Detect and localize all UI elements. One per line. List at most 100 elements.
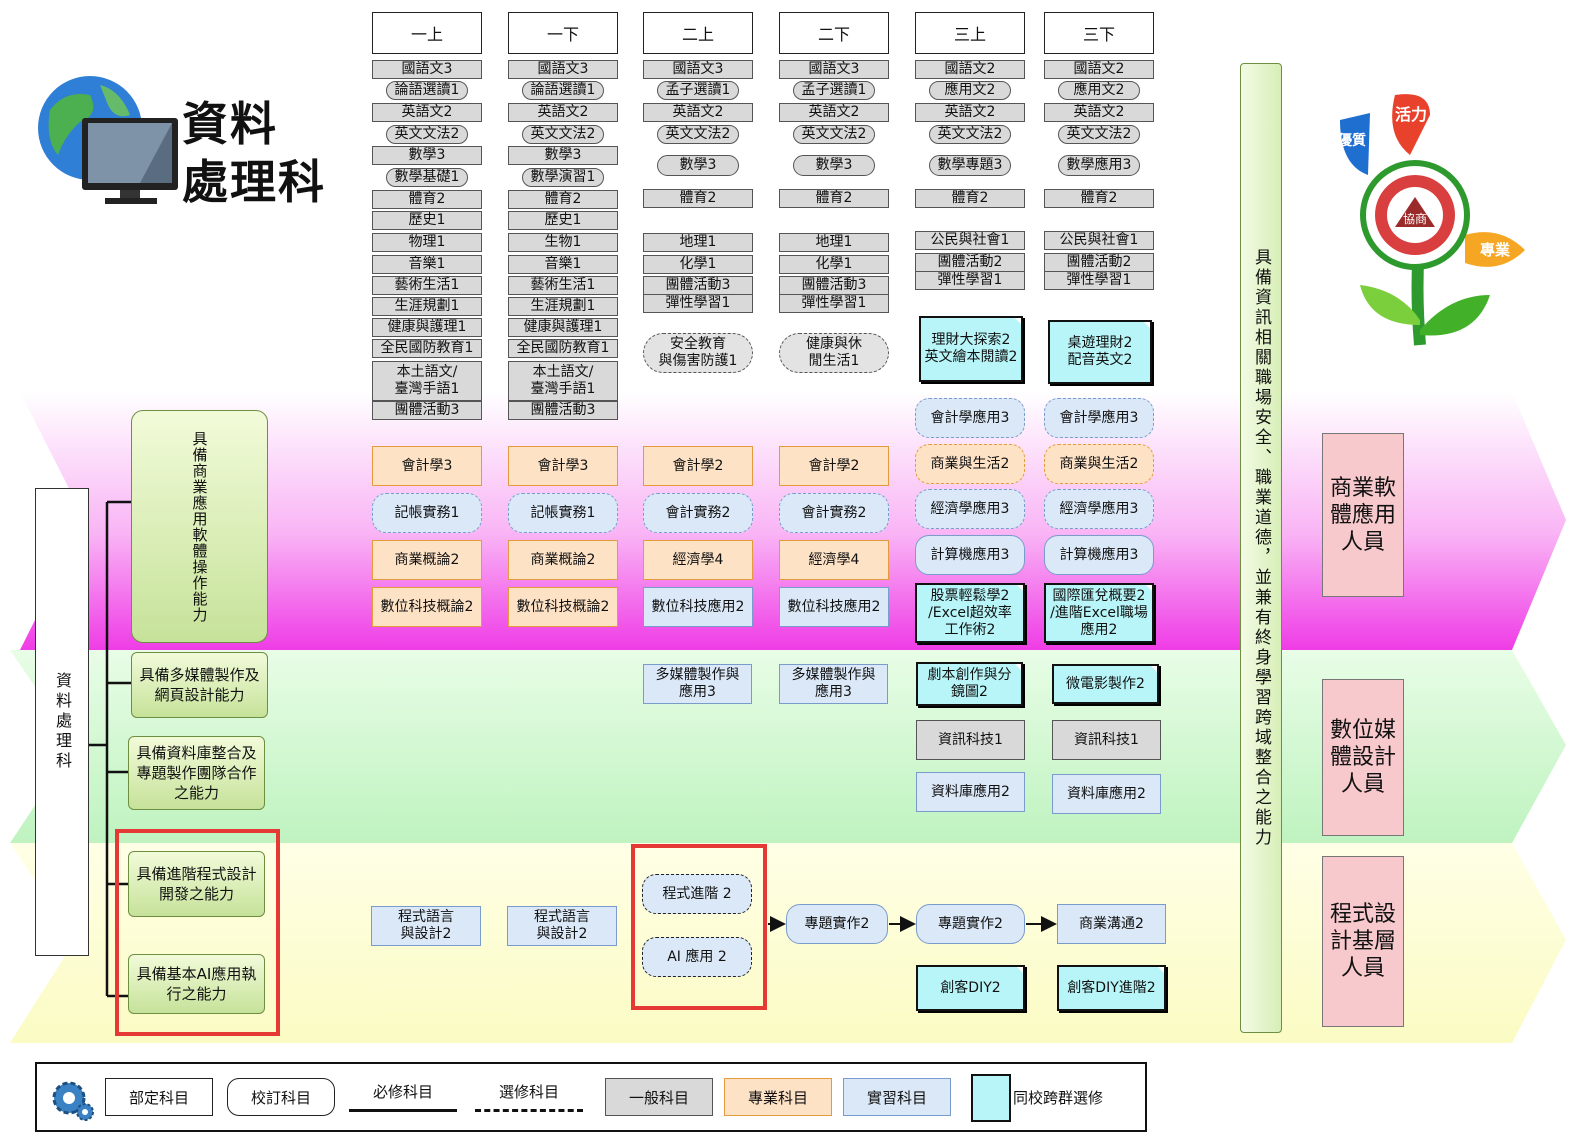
- business-course-0-1: 記帳實務1: [372, 493, 482, 533]
- general-course-0-13: 全民國防教育1: [372, 339, 482, 358]
- general-course-3-9: 彈性學習1: [779, 294, 889, 313]
- general-course-0-14: 本土語文/ 臺灣手語1: [372, 361, 482, 401]
- course-prog-y1a: 程式語言 與設計2: [371, 906, 481, 946]
- page-title-line1: 資料: [182, 97, 278, 151]
- highlight-box-abilities: [115, 829, 280, 1036]
- general-course-1-6: 體育2: [508, 190, 618, 209]
- logo-right-text: 專業: [1480, 241, 1511, 259]
- general-course-3-7: 化學1: [779, 255, 889, 274]
- course-media-y3b-0: 微電影製作2: [1052, 664, 1159, 704]
- general-course-5-0: 國語文2: [1044, 60, 1154, 79]
- semester-header-5: 三下: [1044, 12, 1154, 54]
- general-course-4-9: 理財大探索2 英文繪本閱讀2: [919, 316, 1023, 382]
- general-course-3-6: 地理1: [779, 233, 889, 252]
- ability-database: 具備資料庫整合及 專題製作團隊合作 之能力: [128, 736, 265, 810]
- general-course-1-1: 論語選讀1: [522, 81, 604, 100]
- general-course-1-14: 本土語文/ 臺灣手語1: [508, 361, 618, 401]
- highlight-box-y2a: [631, 844, 767, 1010]
- business-course-2-2: 經濟學4: [643, 540, 753, 580]
- business-course-5-0: 會計學應用3: [1044, 398, 1154, 438]
- page-title-line2: 處理科: [182, 155, 326, 209]
- general-course-4-2: 英語文2: [915, 103, 1025, 122]
- general-course-4-8: 彈性學習1: [915, 271, 1025, 290]
- general-course-1-10: 藝術生活1: [508, 276, 618, 295]
- legend-required-line: [349, 1109, 457, 1112]
- course-prog-y2b: 專題實作2: [786, 904, 888, 944]
- general-course-5-8: 彈性學習1: [1044, 271, 1154, 290]
- general-course-3-5: 體育2: [779, 189, 889, 208]
- business-course-4-2: 經濟學應用3: [915, 489, 1025, 529]
- legend-required: 必修科目: [372, 1082, 433, 1101]
- job-digital-media: 數位媒 體設計 人員: [1322, 679, 1404, 836]
- general-course-0-10: 藝術生活1: [372, 276, 482, 295]
- legend-professional: 專業科目: [724, 1078, 832, 1116]
- business-course-0-0: 會計學3: [372, 446, 482, 486]
- course-media-y3b-2: 資料庫應用2: [1052, 774, 1161, 814]
- ability-bracket: [89, 500, 131, 998]
- general-course-0-6: 體育2: [372, 190, 482, 209]
- business-course-5-4: 國際匯兌概要2 /進階Excel職場 應用2: [1044, 583, 1154, 643]
- business-course-5-3: 計算機應用3: [1044, 535, 1154, 575]
- course-prog-y1b: 程式語言 與設計2: [507, 906, 617, 946]
- business-course-3-3: 數位科技應用2: [779, 587, 889, 627]
- general-course-5-1: 應用文2: [1058, 81, 1140, 100]
- general-course-1-9: 音樂1: [508, 255, 618, 274]
- general-course-0-5: 數學基礎1: [386, 168, 468, 187]
- general-course-0-2: 英語文2: [372, 103, 482, 122]
- semester-header-2: 二上: [643, 12, 753, 54]
- general-course-4-7: 團體活動2: [915, 253, 1025, 272]
- general-course-1-5: 數學演習1: [522, 168, 604, 187]
- business-course-2-1: 會計實務2: [643, 493, 753, 533]
- legend-school: 校訂科目: [227, 1078, 335, 1116]
- business-course-0-3: 數位科技概論2: [372, 587, 482, 627]
- general-course-5-9: 桌遊理財2 配音英文2: [1048, 320, 1152, 384]
- course-media-y2a: 多媒體製作與 應用3: [643, 664, 752, 704]
- business-course-1-3: 數位科技概論2: [508, 587, 618, 627]
- business-course-2-3: 數位科技應用2: [643, 587, 753, 627]
- legend-general: 一般科目: [605, 1078, 713, 1116]
- semester-header-3: 二下: [779, 12, 889, 54]
- general-course-1-7: 歷史1: [508, 211, 618, 230]
- general-course-2-4: 數學3: [657, 155, 739, 176]
- goal-bar: 具備資訊相關職場安全、職業道德，並兼有終身學習跨域整合之能力: [1240, 63, 1282, 1033]
- semester-header-0: 一上: [372, 12, 482, 54]
- semester-header-1: 一下: [508, 12, 618, 54]
- general-course-0-8: 物理1: [372, 233, 482, 252]
- job-business-software: 商業軟 體應用 人員: [1322, 433, 1404, 597]
- general-course-2-1: 孟子選讀1: [657, 81, 739, 100]
- general-course-5-6: 公民與社會1: [1044, 231, 1154, 250]
- legend-elective-line: [475, 1109, 583, 1112]
- ability-programming: 具備進階程式設計 開發之能力: [128, 851, 265, 917]
- general-course-4-1: 應用文2: [929, 81, 1011, 100]
- course-media-y3a-0: 劇本創作與分 鏡圖2: [916, 662, 1023, 706]
- legend-cross-group-swatch: [971, 1074, 1011, 1122]
- general-course-1-0: 國語文3: [508, 60, 618, 79]
- business-course-2-0: 會計學2: [643, 446, 753, 486]
- globe-computer-icon: [38, 76, 178, 204]
- school-logo: 協商 活力 優質 專業: [1337, 94, 1525, 346]
- general-course-5-4: 數學應用3: [1058, 155, 1140, 176]
- general-course-2-7: 化學1: [643, 255, 753, 274]
- logo-top-text: 活力: [1395, 105, 1427, 124]
- course-prog-y2a-0: 程式進階 2: [642, 874, 752, 914]
- general-course-4-0: 國語文2: [915, 60, 1025, 79]
- business-course-0-2: 商業概論2: [372, 540, 482, 580]
- department-label-box: 資料處理科: [35, 488, 89, 956]
- business-course-1-1: 記帳實務1: [508, 493, 618, 533]
- general-course-0-4: 數學3: [372, 146, 482, 165]
- ability-multimedia: 具備多媒體製作及 網頁設計能力: [131, 652, 268, 718]
- band-media: [10, 650, 1566, 843]
- general-course-1-15: 團體活動3: [508, 401, 618, 420]
- goal-text: 具備資訊相關職場安全、職業道德，並兼有終身學習跨域整合之能力: [1251, 248, 1271, 848]
- business-course-4-3: 計算機應用3: [915, 535, 1025, 575]
- course-media-y2b: 多媒體製作與 應用3: [779, 664, 888, 704]
- business-course-4-4: 股票輕鬆學2 /Excel超效率 工作術2: [915, 583, 1025, 643]
- general-course-4-4: 數學專題3: [929, 155, 1011, 176]
- course-prog-y2a-1: AI 應用 2: [642, 937, 752, 977]
- general-course-2-3: 英文文法2: [657, 125, 739, 144]
- general-course-1-8: 生物1: [508, 233, 618, 252]
- semester-header-4: 三上: [915, 12, 1025, 54]
- legend-ministry: 部定科目: [105, 1078, 213, 1116]
- general-course-1-3: 英文文法2: [522, 125, 604, 144]
